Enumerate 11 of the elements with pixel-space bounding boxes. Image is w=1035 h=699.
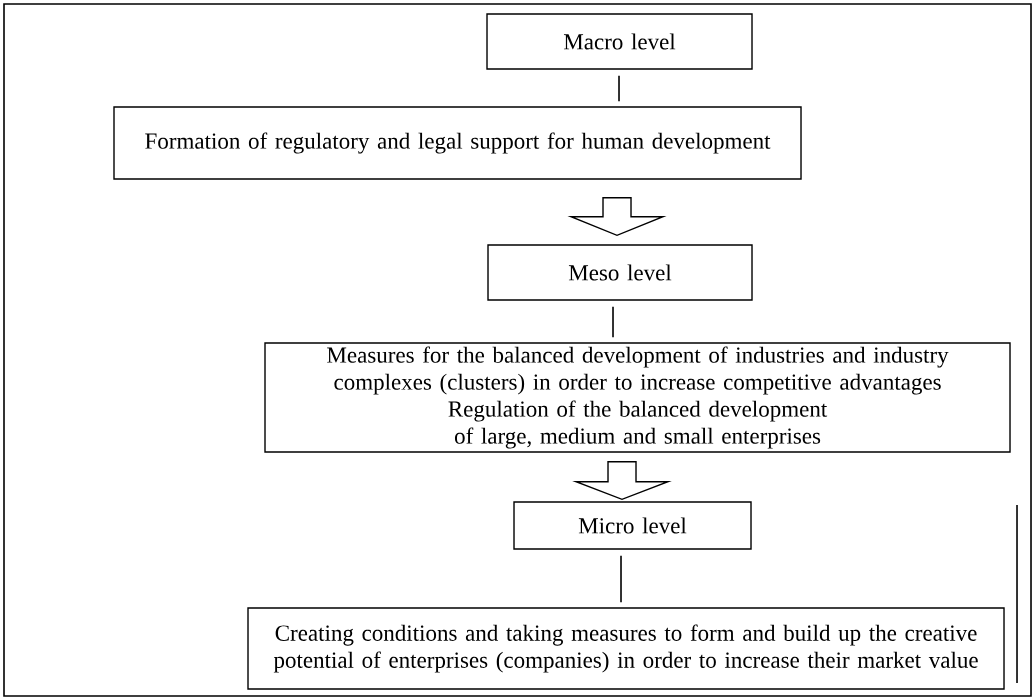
connector-line (612, 305, 614, 339)
block-arrow (567, 197, 667, 237)
block-arrow (572, 461, 672, 501)
process-box: Measures for the balanced development of industries and industry complexes (clusters) in order to increase competitive advantages Regulation of the balanced development of large, medium and small enterprises (264, 342, 1011, 453)
process-box: Formation of regulatory and legal support for human development (113, 106, 802, 180)
process-box: Creating conditions and taking measures to form and build up the creative potential of enterprises (companies) in order to increase their market value (247, 607, 1005, 690)
process-box: Macro level (486, 13, 753, 70)
process-box: Micro level (513, 501, 752, 550)
connector-line (620, 554, 622, 604)
process-box: Meso level (487, 244, 753, 301)
connector-line (618, 74, 620, 103)
